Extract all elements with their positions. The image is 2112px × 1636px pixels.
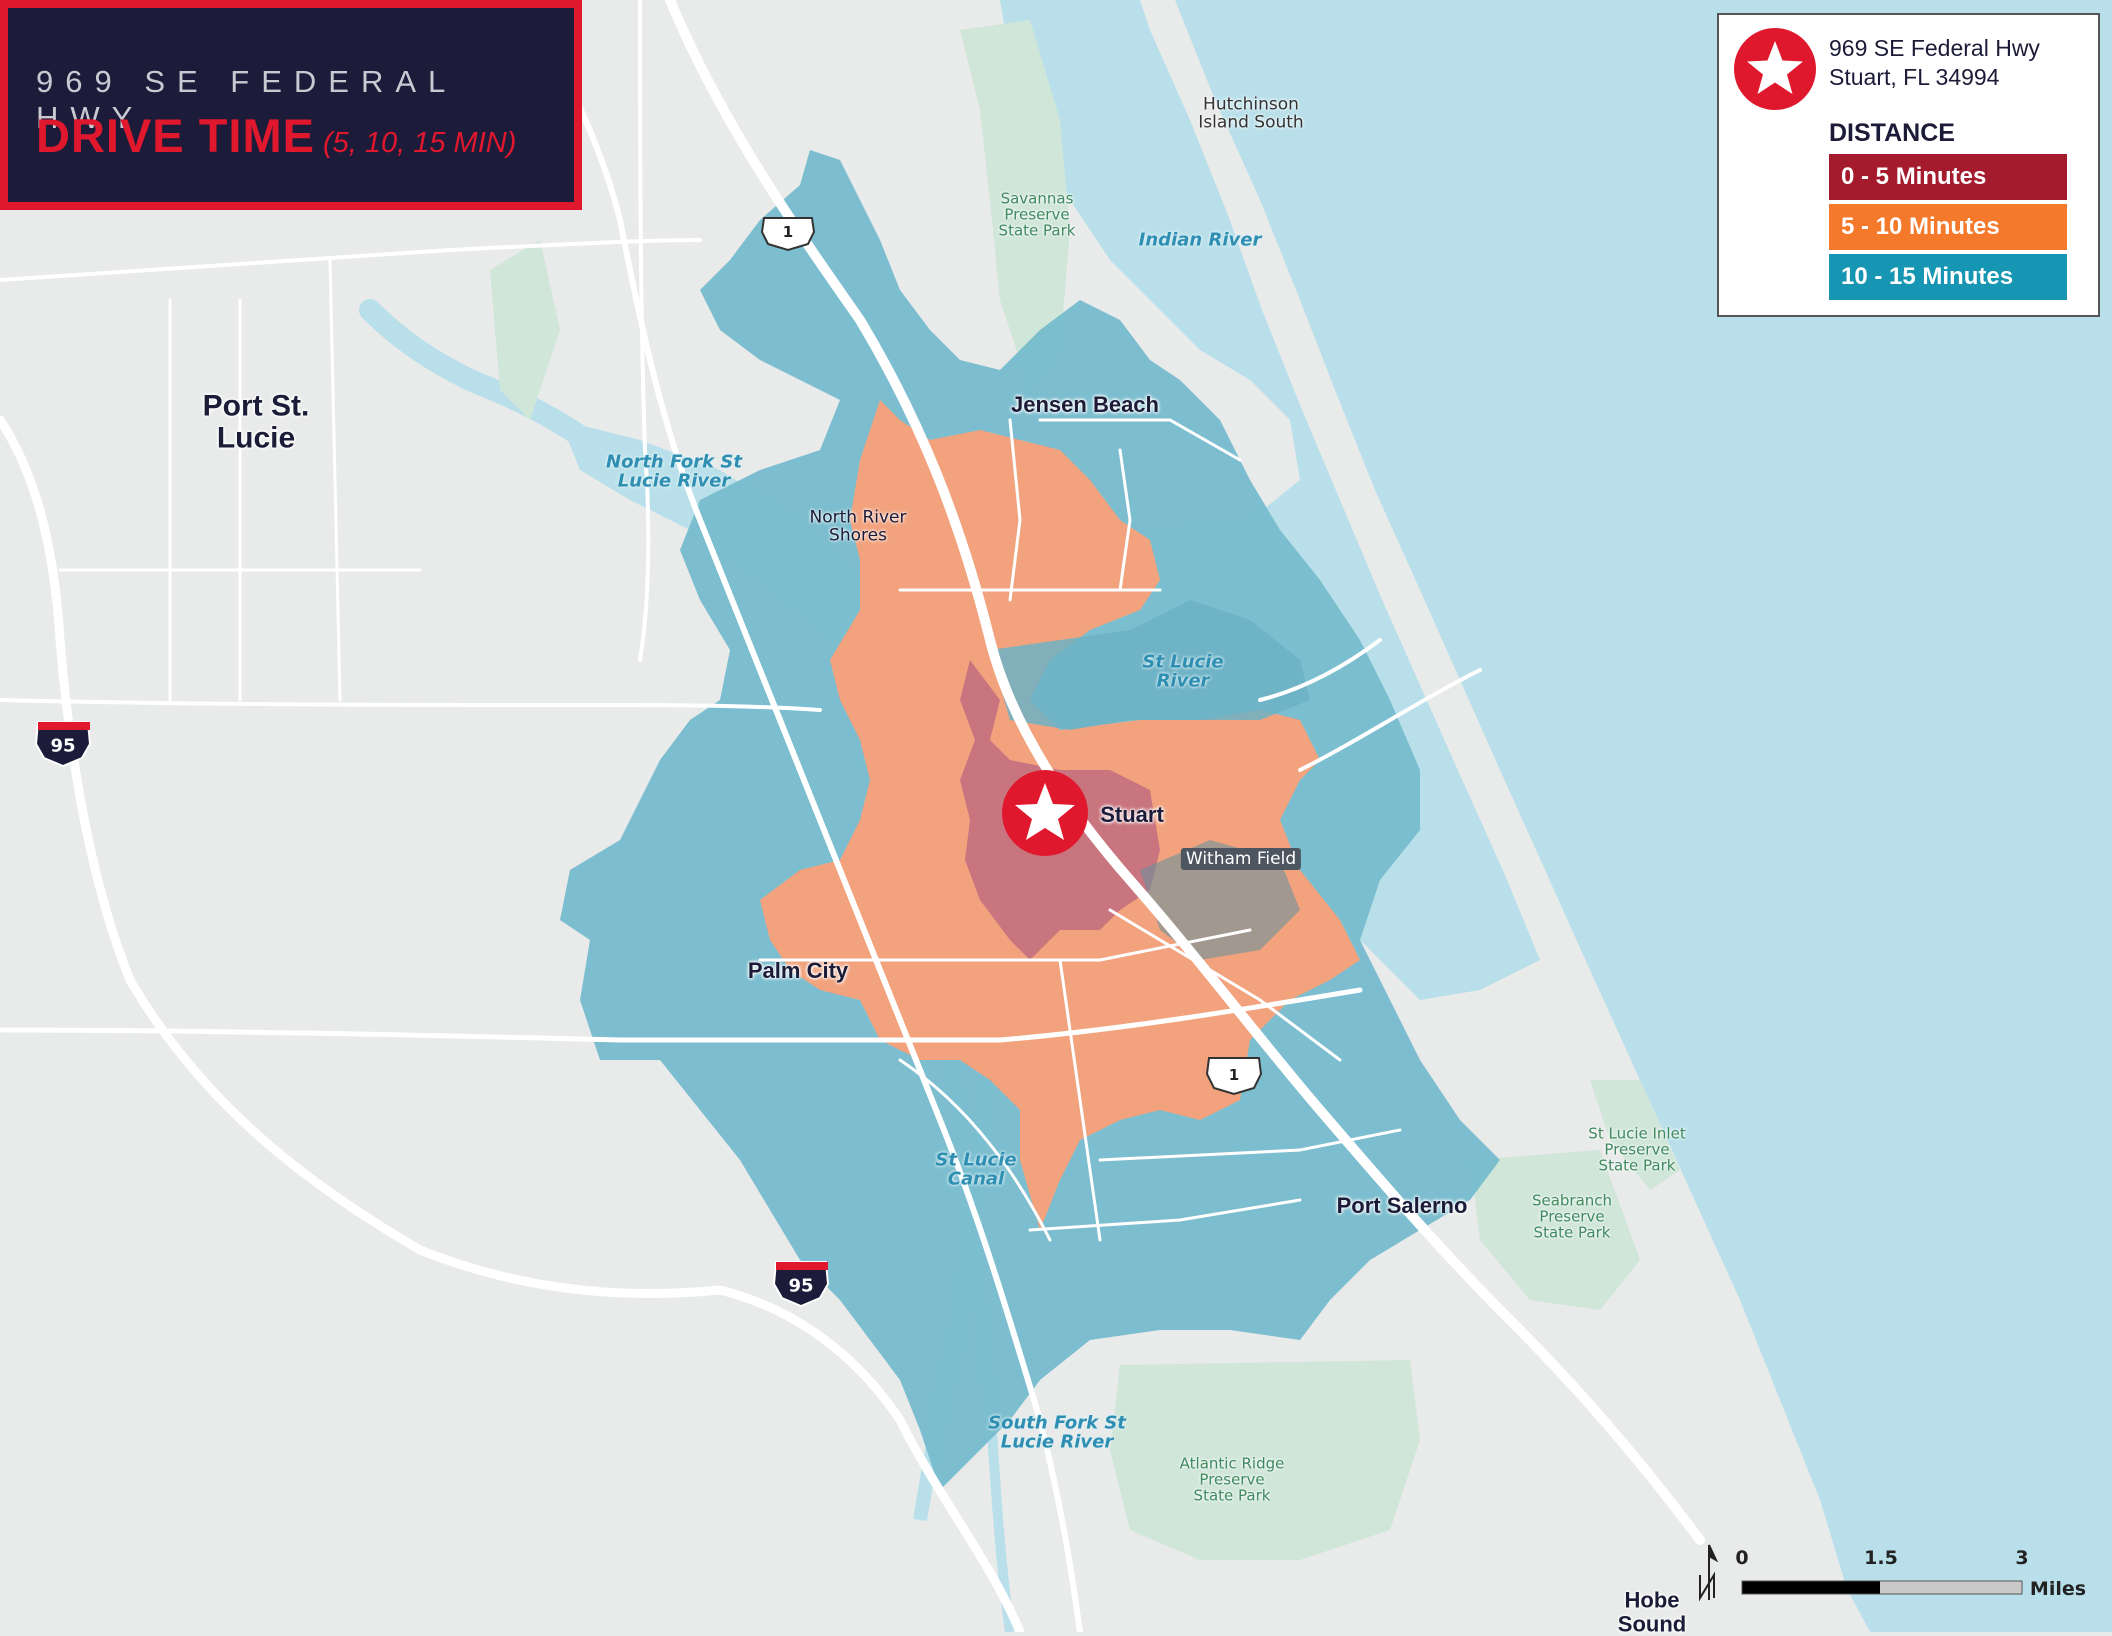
legend-heading: DISTANCE [1829,119,1955,147]
label-hobe-sound: Hobe Sound [1617,1587,1687,1636]
scale-unit: Miles [2029,1578,2087,1600]
label-seabranch-park: Seabranch Preserve State Park [1531,1191,1613,1243]
legend-item-0-5: 0 - 5 Minutes [1829,154,2067,200]
witham-field-area [1140,840,1300,960]
st-lucie-river-body [990,600,1310,730]
label-stuart: Stuart [1100,802,1164,828]
label-hutchinson-island-south: Hutchinson Island South [1198,94,1304,133]
title-line: DRIVE TIME(5, 10, 15 MIN) [36,108,516,163]
legend-item-5-10: 5 - 10 Minutes [1829,204,2067,250]
label-jensen-beach: Jensen Beach [1011,392,1159,418]
label-witham-field: Witham Field [1180,848,1302,870]
i95-shield-south [772,1261,830,1308]
label-port-st-lucie: Port St. Lucie [202,389,310,455]
label-st-lucie-river: St Lucie River [1142,651,1224,692]
label-st-lucie-inlet-park: St Lucie Inlet Preserve State Park [1588,1124,1686,1176]
scale-tick-3: 3 [2015,1547,2029,1569]
label-st-lucie-canal: St Lucie Canal [935,1149,1017,1190]
savannas-park-area [960,20,1070,390]
label-north-fork: North Fork St Lucie River [606,451,742,492]
label-port-salerno: Port Salerno [1336,1193,1468,1219]
us1-shield-north [760,217,816,252]
label-north-river-shores: North River Shores [809,507,907,546]
scale-tick-0: 0 [1735,1547,1749,1569]
site-marker[interactable] [1002,770,1088,856]
us1-shield-south-number: 1 [1228,1065,1240,1084]
legend-address-line1: 969 SE Federal Hwy [1829,35,2040,61]
north-arrow-icon [1699,1544,1719,1602]
title-box: 969 SE FEDERAL HWY DRIVE TIME(5, 10, 15 … [0,0,582,210]
star-icon [1015,783,1075,840]
label-indian-river: Indian River [1138,229,1262,251]
label-south-fork: South Fork St Lucie River [988,1412,1126,1453]
us1-shield-north-number: 1 [782,222,794,241]
scale-bar [1741,1580,2023,1595]
hutchinson-island [1140,0,1860,1632]
legend-item-label: 5 - 10 Minutes [1841,213,2000,240]
i95-shield-west-number: 95 [50,735,76,757]
legend: 969 SE Federal Hwy Stuart, FL 34994 DIST… [1717,13,2100,317]
atlantic-ridge-park-area [1110,1360,1420,1560]
legend-item-10-15: 10 - 15 Minutes [1829,254,2067,300]
label-palm-city: Palm City [747,958,849,984]
legend-item-label: 0 - 5 Minutes [1841,163,1987,190]
inlet-park-area [1590,1080,1680,1190]
title-main: DRIVE TIME [36,109,315,162]
legend-star-icon [1734,28,1816,110]
label-atlantic-ridge-park: Atlantic Ridge Preserve State Park [1179,1454,1285,1506]
north-fork-river [359,299,611,461]
west-park-area [490,240,560,420]
i95-shield-south-number: 95 [788,1275,814,1297]
i95-shield-west [34,721,92,768]
label-savannas-park: Savannas Preserve State Park [998,189,1076,241]
legend-item-label: 10 - 15 Minutes [1841,263,2014,290]
title-address: 969 SE FEDERAL HWY [36,64,457,135]
road-network [0,0,1705,1632]
legend-address-line2: Stuart, FL 34994 [1829,64,2000,90]
atlantic-ocean [1000,0,2112,1632]
seabranch-park-area [1470,1150,1640,1310]
scale-tick-1-5: 1.5 [1864,1547,1898,1569]
title-sub: (5, 10, 15 MIN) [322,127,517,159]
us1-shield-south [1205,1057,1263,1096]
